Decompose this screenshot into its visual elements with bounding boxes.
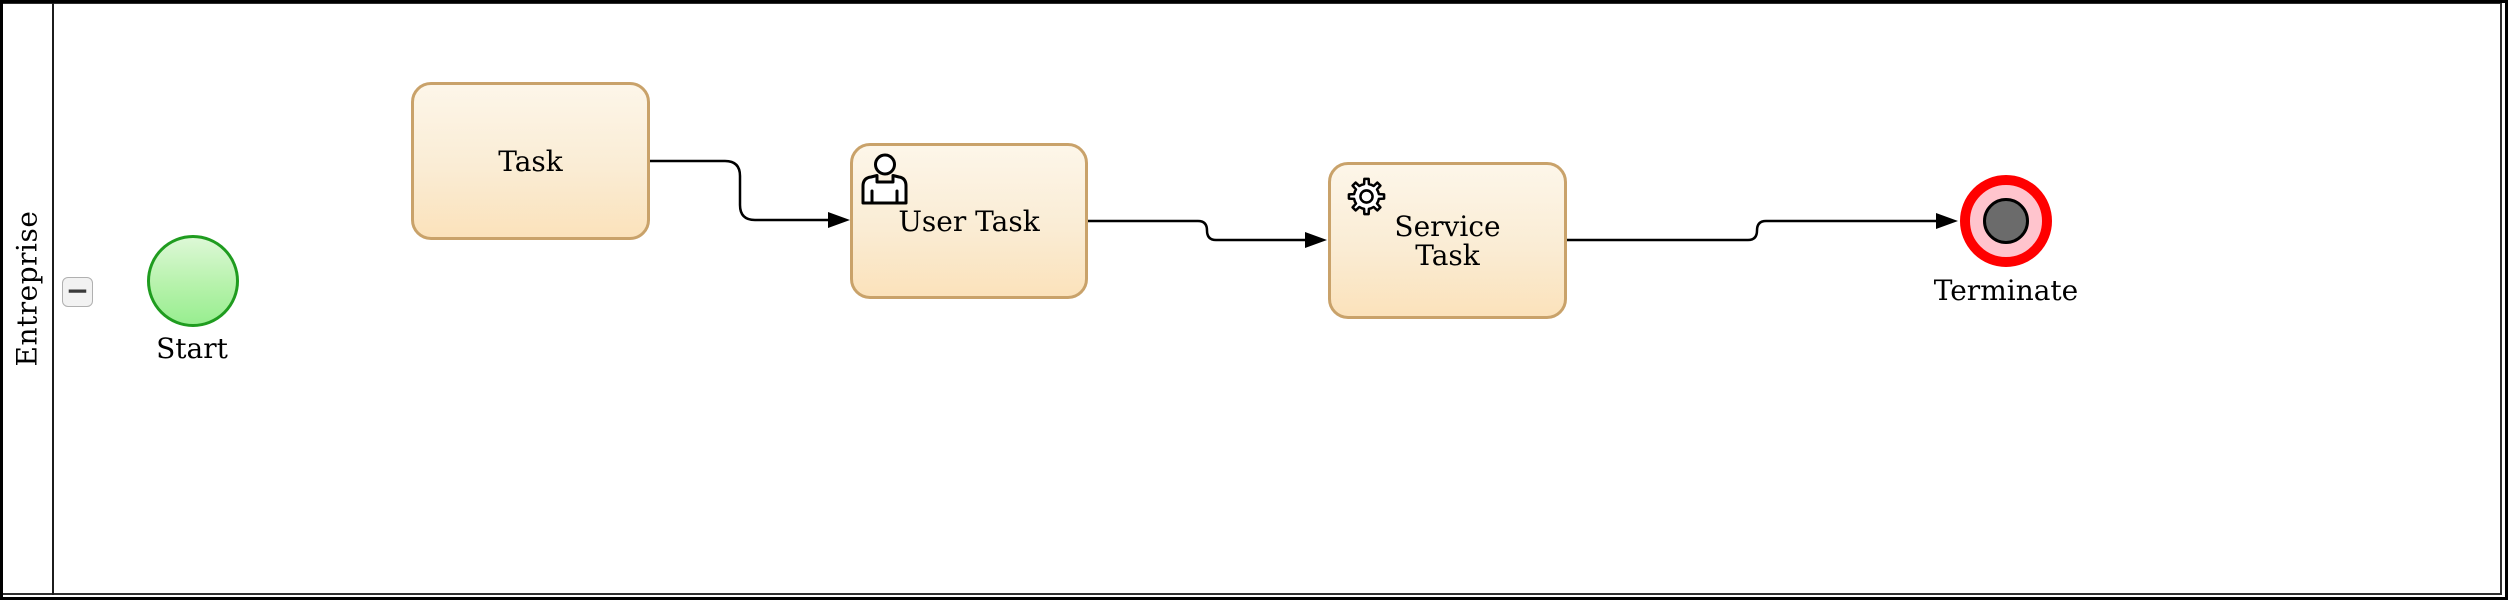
arrowhead-icon (1936, 213, 1958, 229)
task-label: Task (498, 144, 563, 178)
gear-icon (1347, 177, 1386, 216)
service-task-node[interactable]: Service Task (1328, 162, 1567, 319)
service-task-label: Service Task (1394, 209, 1501, 272)
arrowhead-icon (828, 212, 850, 228)
user-icon (861, 153, 908, 205)
start-event[interactable] (147, 235, 239, 327)
start-event-label: Start (156, 332, 228, 365)
sequence-flow-servicetask-to-terminate[interactable] (1565, 219, 1940, 242)
arrowhead-icon (1305, 232, 1327, 248)
terminate-event[interactable] (1960, 175, 2052, 267)
user-task-label: User Task (898, 204, 1040, 238)
user-task-node[interactable]: User Task (850, 143, 1088, 299)
terminate-center-icon (1983, 198, 2029, 244)
terminate-event-label: Terminate (1933, 274, 2079, 307)
pool-label-band: Entreprise (1, 2, 54, 595)
sequence-flow-usertask-to-servicetask[interactable] (1086, 219, 1309, 242)
lane-collapse-button[interactable]: − (62, 276, 93, 307)
task-node[interactable]: Task (411, 82, 650, 240)
sequence-flow-task-to-usertask[interactable] (648, 159, 832, 222)
